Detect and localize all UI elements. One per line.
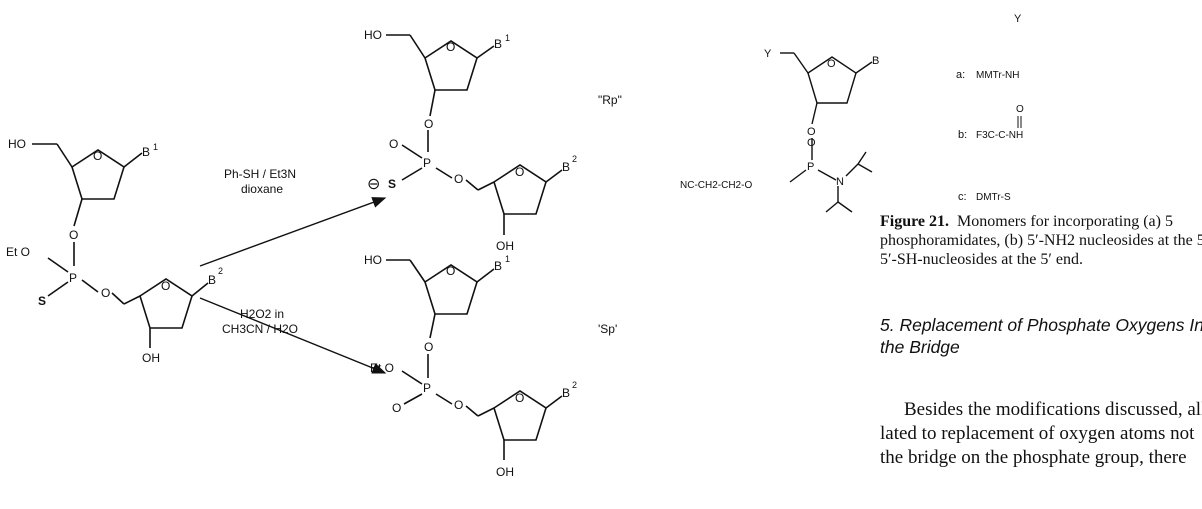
monomer-option-a-key: a: [956, 69, 965, 81]
monomer-atom-y: Y [764, 48, 772, 60]
sp-atom-b1: B [494, 259, 502, 273]
caption-line-3: 5′-SH-nucleosides at the 5′ end. [880, 251, 1083, 268]
section-heading-line-2: the Bridge [880, 337, 960, 357]
monomer-option-c-key: c: [958, 191, 967, 203]
monomer-header-y: Y [1014, 13, 1022, 25]
monomer-atom-b: B [872, 55, 879, 67]
arrow-top [199, 197, 387, 267]
caption-text-1: Monomers for incorporating (a) 5 [957, 213, 1173, 230]
atom-bridge-o: O [69, 228, 78, 242]
atom-ho: HO [8, 137, 26, 151]
monomer-atom-n: N [836, 176, 844, 188]
section-heading-line-1: 5. Replacement of Phosphate Oxygens In [880, 315, 1202, 335]
monomer-labels: Y O B O O P NC-CH2-CH2-O N Y a: MMTr-NH … [680, 13, 1024, 203]
rp-atom-b1-sup: 1 [505, 33, 510, 43]
monomer-nc-chain: NC-CH2-CH2-O [680, 180, 752, 191]
rp-atom-bridge-o: O [424, 117, 433, 131]
rp-atom-sulfur: S [388, 177, 396, 191]
product-sp [386, 259, 563, 460]
rp-atom-ester-o: O [454, 172, 463, 186]
sp-atom-b2: B [562, 386, 570, 400]
body-line-2: lated to replacement of oxygen atoms not [880, 423, 1195, 444]
sp-atom-ho: HO [364, 253, 382, 267]
atom-base-b1-sup: 1 [153, 142, 158, 152]
monomer-option-c-value: DMTr-S [976, 192, 1011, 203]
label-rp: "Rp" [598, 93, 622, 107]
figure-caption: Figure 21. Monomers for incorporating (a… [880, 212, 1202, 269]
arrow-bottom [199, 297, 387, 374]
sp-atom-b2-sup: 2 [572, 380, 577, 390]
starting-dinucleotide [32, 143, 209, 348]
rp-minus-icon: ⊖ [367, 176, 380, 193]
atom-oh: OH [142, 351, 160, 365]
atom-eto: Et O [6, 245, 30, 259]
monomer-option-b-key: b: [958, 129, 967, 141]
atom-ester-o: O [101, 286, 110, 300]
reagent-top-line1: Ph-SH / Et3N [224, 167, 296, 181]
product-sp-labels: HO O B 1 O Et O P O O O B 2 OH 'Sp' [364, 253, 617, 479]
sp-atom-oh: OH [496, 465, 514, 479]
sp-atom-phosphorus: P [423, 381, 431, 395]
atom-base-b2-sup: 2 [218, 266, 223, 276]
sp-atom-ester-o: O [454, 398, 463, 412]
reagent-bottom-line1: H2O2 in [240, 307, 284, 321]
sp-atom-eto: Et O [370, 361, 394, 375]
sp-atom-ring-o: O [446, 264, 455, 278]
rp-atom-ring-o2: O [515, 165, 524, 179]
reagent-top-line2: dioxane [241, 182, 283, 196]
rp-atom-phosphorus: P [423, 156, 431, 170]
atom-ring-o2: O [161, 279, 170, 293]
sp-atom-bridge-o: O [424, 340, 433, 354]
atom-base-b1: B [142, 145, 150, 159]
label-sp: 'Sp' [598, 322, 617, 336]
monomer-atom-p: P [807, 161, 814, 173]
reagent-bottom-line2: CH3CN / H2O [222, 322, 298, 336]
rp-atom-oh: OH [496, 239, 514, 253]
atom-ring-o: O [93, 149, 102, 163]
rp-atom-ho: HO [364, 28, 382, 42]
monomer-atom-ring-o: O [827, 58, 836, 70]
monomer-option-b-value: F3C-C-NH [976, 130, 1023, 141]
monomer-atom-o: O [807, 126, 816, 138]
body-line-3: the bridge on the phosphate group, there [880, 447, 1187, 468]
sp-atom-ring-o2: O [515, 391, 524, 405]
monomer-structure [780, 52, 873, 213]
caption-figure-label: Figure 21. [880, 213, 950, 230]
monomer-option-b-oxygen: O [1016, 104, 1024, 115]
rp-atom-ring-o: O [446, 40, 455, 54]
atom-phosphorus: P [69, 271, 77, 285]
rp-atom-b2-sup: 2 [572, 154, 577, 164]
starting-dinucleotide-labels: HO O B 1 O Et O P S O O B 2 OH [6, 137, 223, 365]
body-paragraph: Besides the modifications discussed, all… [880, 398, 1202, 470]
sp-atom-o-double: O [392, 401, 401, 415]
rp-atom-b1: B [494, 37, 502, 51]
caption-line-1: Figure 21. Monomers for incorporating (a… [880, 212, 1202, 231]
rp-atom-o-double: O [389, 137, 398, 151]
body-line-1: Besides the modifications discussed, all… [904, 399, 1202, 420]
monomer-atom-o2: O [807, 137, 816, 149]
sp-atom-b1-sup: 1 [505, 254, 510, 264]
atom-sulfur: S [38, 294, 46, 308]
product-rp-labels: HO O B 1 O O P ⊖ S O O B 2 OH "Rp" [364, 28, 622, 253]
product-rp [386, 34, 563, 235]
section-heading: 5. Replacement of Phosphate Oxygens In t… [880, 314, 1202, 358]
monomer-option-a-value: MMTr-NH [976, 70, 1020, 81]
caption-line-2: phosphoramidates, (b) 5′-NH2 nucleosides… [880, 232, 1202, 249]
rp-atom-b2: B [562, 160, 570, 174]
atom-base-b2: B [208, 273, 216, 287]
